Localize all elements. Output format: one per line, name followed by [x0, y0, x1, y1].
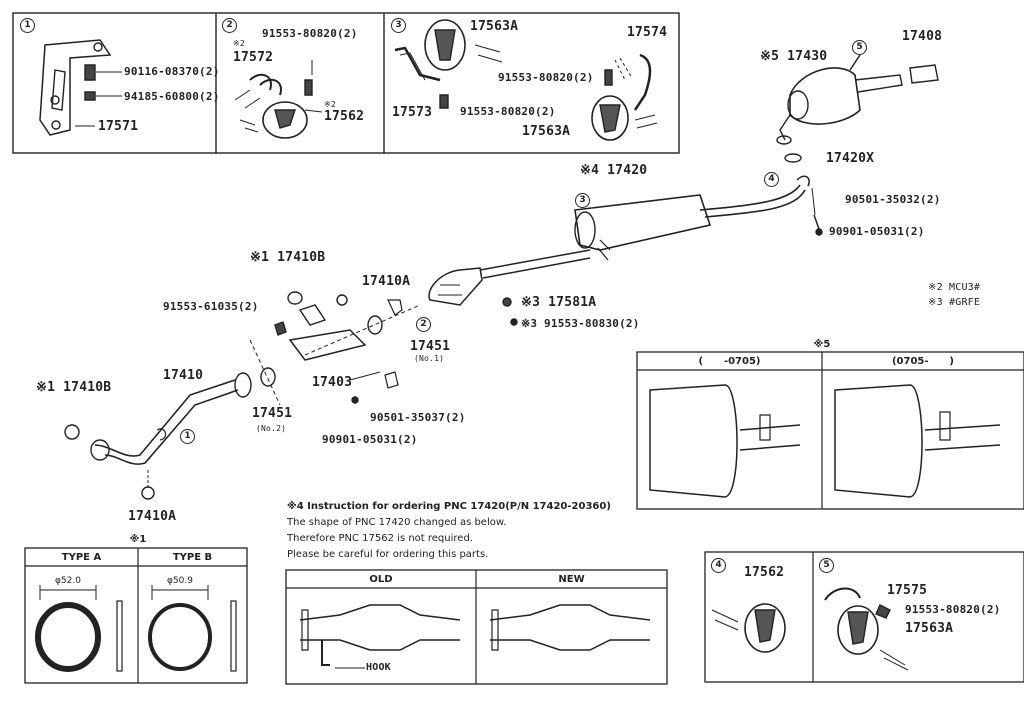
part-label: ※1 17410B — [36, 380, 112, 395]
part-label: 94185-60800(2) — [124, 90, 220, 103]
panel-2-marker: 2 — [222, 18, 237, 33]
variant-col-header: (0705- ) — [891, 356, 954, 367]
callout-3: 3 — [575, 193, 590, 208]
part-label: 17563A — [470, 19, 519, 34]
part-label: 91553-80820(2) — [460, 105, 556, 118]
type-a-dimension: φ52.0 — [55, 576, 81, 586]
part-label: 17563A — [522, 124, 571, 139]
part-label: 17571 — [98, 119, 139, 134]
part-label: 17575 — [887, 583, 928, 598]
part-label: 90901-05031(2) — [829, 225, 925, 238]
part-label: 17562 — [744, 565, 785, 580]
model-note: ※2 MCU3# — [928, 282, 981, 293]
part-label: 90116-08370(2) — [124, 65, 220, 78]
part-label: 17562 — [324, 109, 365, 124]
panel-1-marker: 1 — [20, 18, 35, 33]
old-header: OLD — [369, 574, 393, 585]
type-a-header: TYPE A — [61, 552, 102, 563]
part-label: 90901-05031(2) — [322, 433, 418, 446]
part-note: (No.2) — [256, 424, 287, 433]
part-label: 91553-61035(2) — [163, 300, 259, 313]
note-mark: ※2 — [324, 100, 336, 109]
variant-table-mark: ※5 — [813, 339, 831, 350]
part-label: ※3 17581A — [521, 295, 597, 310]
part-label: 17410 — [163, 368, 204, 383]
type-table-mark: ※1 — [129, 534, 147, 545]
part-label: 17574 — [627, 25, 668, 40]
callout-5: 5 — [852, 40, 867, 55]
type-b-header: TYPE B — [172, 552, 213, 563]
note-mark: ※2 — [233, 39, 245, 48]
part-label: 91553-80820(2) — [262, 27, 358, 40]
part-label: 90501-35032(2) — [845, 193, 941, 206]
part-label: 91553-80820(2) — [905, 603, 1001, 616]
part-label: 17451 — [410, 339, 451, 354]
model-note: ※3 #GRFE — [928, 297, 981, 308]
type-b-dimension: φ50.9 — [167, 576, 193, 586]
part-label: 17572 — [233, 50, 274, 65]
part-label: ※4 17420 — [580, 163, 648, 178]
panel-3-marker: 3 — [391, 18, 406, 33]
part-label: ※3 91553-80830(2) — [521, 317, 640, 330]
part-label: 17410A — [362, 274, 411, 289]
part-label: 17420X — [826, 151, 875, 166]
panel-5-marker: 5 — [819, 558, 834, 573]
part-label: ※1 17410B — [250, 250, 326, 265]
part-label: 17408 — [902, 29, 943, 44]
part-label: 17573 — [392, 105, 433, 120]
instruction-title: ※4 Instruction for ordering PNC 17420(P/… — [287, 501, 611, 512]
instruction-line: Therefore PNC 17562 is not required. — [287, 533, 473, 544]
part-label: ※5 17430 — [760, 49, 828, 64]
new-header: NEW — [558, 574, 585, 585]
instruction-line: Please be careful for ordering this part… — [287, 549, 489, 560]
part-label: 17403 — [312, 375, 353, 390]
callout-2: 2 — [416, 317, 431, 332]
part-label: 17451 — [252, 406, 293, 421]
part-label: 90501-35037(2) — [370, 411, 466, 424]
part-note: (No.1) — [414, 354, 445, 363]
variant-col-header: ( -0705) — [698, 356, 761, 367]
part-label: 91553-80820(2) — [498, 71, 594, 84]
callout-4: 4 — [764, 172, 779, 187]
instruction-line: The shape of PNC 17420 changed as below. — [287, 517, 507, 528]
part-label: 17410A — [128, 509, 177, 524]
part-label: 17563A — [905, 621, 954, 636]
callout-1: 1 — [180, 429, 195, 444]
hook-label: HOOK — [366, 662, 391, 673]
panel-4-marker: 4 — [711, 558, 726, 573]
